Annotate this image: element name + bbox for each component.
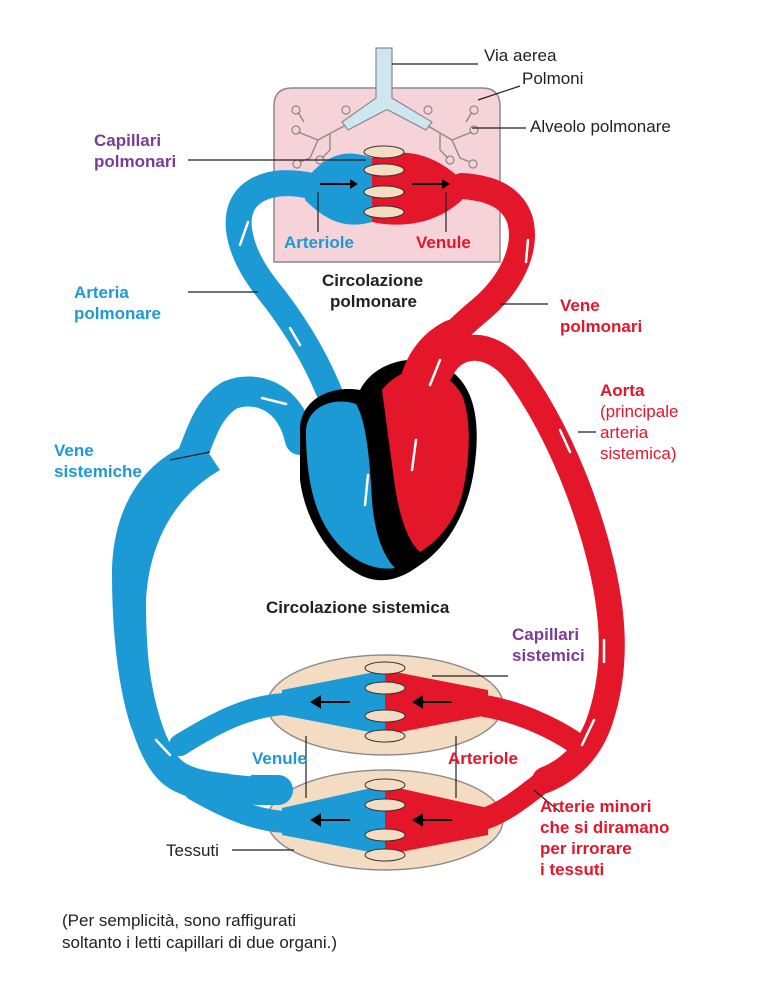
label-venule-bottom: Venule <box>252 749 307 768</box>
label-arteriole-bottom: Arteriole <box>448 749 518 768</box>
systemic-capillary-beds <box>282 661 488 862</box>
label-aorta: Aorta <box>600 381 645 400</box>
label-vene-polmonari-2: polmonari <box>560 317 643 336</box>
footnote-line-1: (Per semplicità, sono raffigurati <box>62 911 297 930</box>
label-capillari-sistemici-2: sistemici <box>512 646 585 665</box>
left-heart <box>382 369 469 552</box>
vena-cava-body <box>112 440 220 730</box>
pulmonary-capillary-bed <box>305 145 462 225</box>
alveoli <box>291 105 479 169</box>
sys-cap-loops <box>364 661 406 862</box>
label-arterie-minori-2: che si diramano <box>540 818 670 837</box>
label-tessuti: Tessuti <box>166 841 219 860</box>
label-via-aerea: Via aerea <box>484 46 557 65</box>
footnote: (Per semplicità, sono raffigurati soltan… <box>62 910 337 954</box>
lower-vein-branch <box>169 693 296 756</box>
pulm-flow-arrowhead-2 <box>442 179 450 189</box>
label-aorta-note-2: arteria <box>600 423 649 442</box>
label-capillari-sistemici-1: Capillari <box>512 625 580 644</box>
pulmonary-veins-2 <box>398 320 460 402</box>
label-venule-top: Venule <box>416 233 471 252</box>
label-arteria-polmonare-2: polmonare <box>74 304 161 323</box>
label-alveolo: Alveolo polmonare <box>530 117 671 136</box>
oxygenated-vessels <box>398 173 625 831</box>
pulm-cap-loops <box>363 145 405 219</box>
label-circolazione-sistemica: Circolazione sistemica <box>266 598 450 617</box>
label-circolazione-polmonare-1: Circolazione <box>322 271 424 290</box>
pulm-flow-arrowhead-1 <box>350 179 358 189</box>
bronchi <box>297 111 473 163</box>
label-vene-sistemiche-1: Vene <box>54 441 94 460</box>
sys-flow-arrows <box>310 695 452 827</box>
small-artery-upper <box>474 695 596 761</box>
label-vene-polmonari-1: Vene <box>560 296 600 315</box>
label-polmoni: Polmoni <box>522 69 584 88</box>
airway <box>341 47 433 131</box>
label-capillari-polmonari-2: polmonari <box>94 152 177 171</box>
pulm-cap-blue <box>305 153 372 225</box>
aorta <box>427 334 625 793</box>
label-arteriole-top: Arteriole <box>284 233 354 252</box>
heart <box>300 359 477 581</box>
label-aorta-note-3: sistemica) <box>600 444 677 463</box>
label-circolazione-polmonare-2: polmonare <box>330 292 417 311</box>
lower-vein-branch-2 <box>184 779 301 833</box>
label-arterie-minori-1: Arterie minori <box>540 797 652 816</box>
label-aorta-note-1: (principale <box>600 402 679 421</box>
label-vene-sistemiche-2: sistemiche <box>54 462 142 481</box>
label-arteria-polmonare-1: Arteria <box>74 283 129 302</box>
label-arterie-minori-4: i tessuti <box>540 860 605 879</box>
pulmonary-artery <box>225 170 358 453</box>
label-arterie-minori-3: per irrorare <box>540 839 632 858</box>
footnote-line-2: soltanto i letti capillari di due organi… <box>62 933 337 952</box>
leader-lines <box>169 63 596 851</box>
vessel-flow-arrows <box>154 220 606 777</box>
right-heart <box>306 401 395 569</box>
label-capillari-polmonari-1: Capillari <box>94 131 162 150</box>
